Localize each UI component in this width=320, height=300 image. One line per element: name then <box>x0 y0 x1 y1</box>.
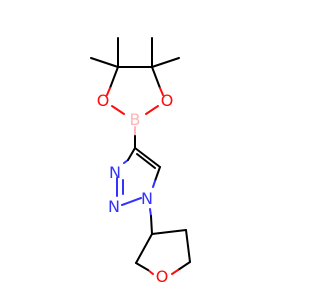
atom-o-left: O <box>97 91 110 110</box>
bond-oxolane-c5-o <box>177 261 191 271</box>
atom-n1: N <box>141 189 153 208</box>
bond-methyl-2 <box>90 57 119 68</box>
bond-n1-n2 <box>121 197 142 206</box>
bond-c4-c5-double <box>136 153 156 169</box>
bond-oxolane-c3-c4 <box>151 229 187 235</box>
molecule-diagram: O O B N N N O <box>90 37 191 286</box>
atom-b: B <box>130 110 141 129</box>
bond-oxolane-o-right <box>171 269 179 275</box>
bond-n1-c-n <box>149 208 152 217</box>
bond-n3-c4 <box>127 147 136 161</box>
bond-c-o-left <box>109 66 119 89</box>
atom-n3: N <box>109 163 121 182</box>
bond-c5-n1-n <box>152 180 156 188</box>
bond-oxolane-o-c2 <box>135 262 149 271</box>
bond-o-right-upper <box>159 87 164 96</box>
atom-n2: N <box>108 197 120 216</box>
bond-c-o-right <box>151 66 161 89</box>
atom-o-oxolane: O <box>156 267 169 286</box>
bond-c4-c5 <box>134 147 161 168</box>
bond-o-left-upper <box>106 87 111 96</box>
bond-methyl-4 <box>151 57 180 68</box>
structure-canvas: O O B N N N O <box>90 37 191 286</box>
bond-n1-c <box>150 215 153 235</box>
atom-o-right: O <box>161 91 174 110</box>
bond-oxolane-c4-c5 <box>185 229 191 263</box>
bond-o-left-b <box>111 105 125 115</box>
bond-oxolane-o-left <box>147 269 154 275</box>
bond-oxolane-c2-c3 <box>135 233 153 264</box>
bond-c5-n1 <box>154 166 161 182</box>
bond-o-right-b <box>145 105 159 115</box>
